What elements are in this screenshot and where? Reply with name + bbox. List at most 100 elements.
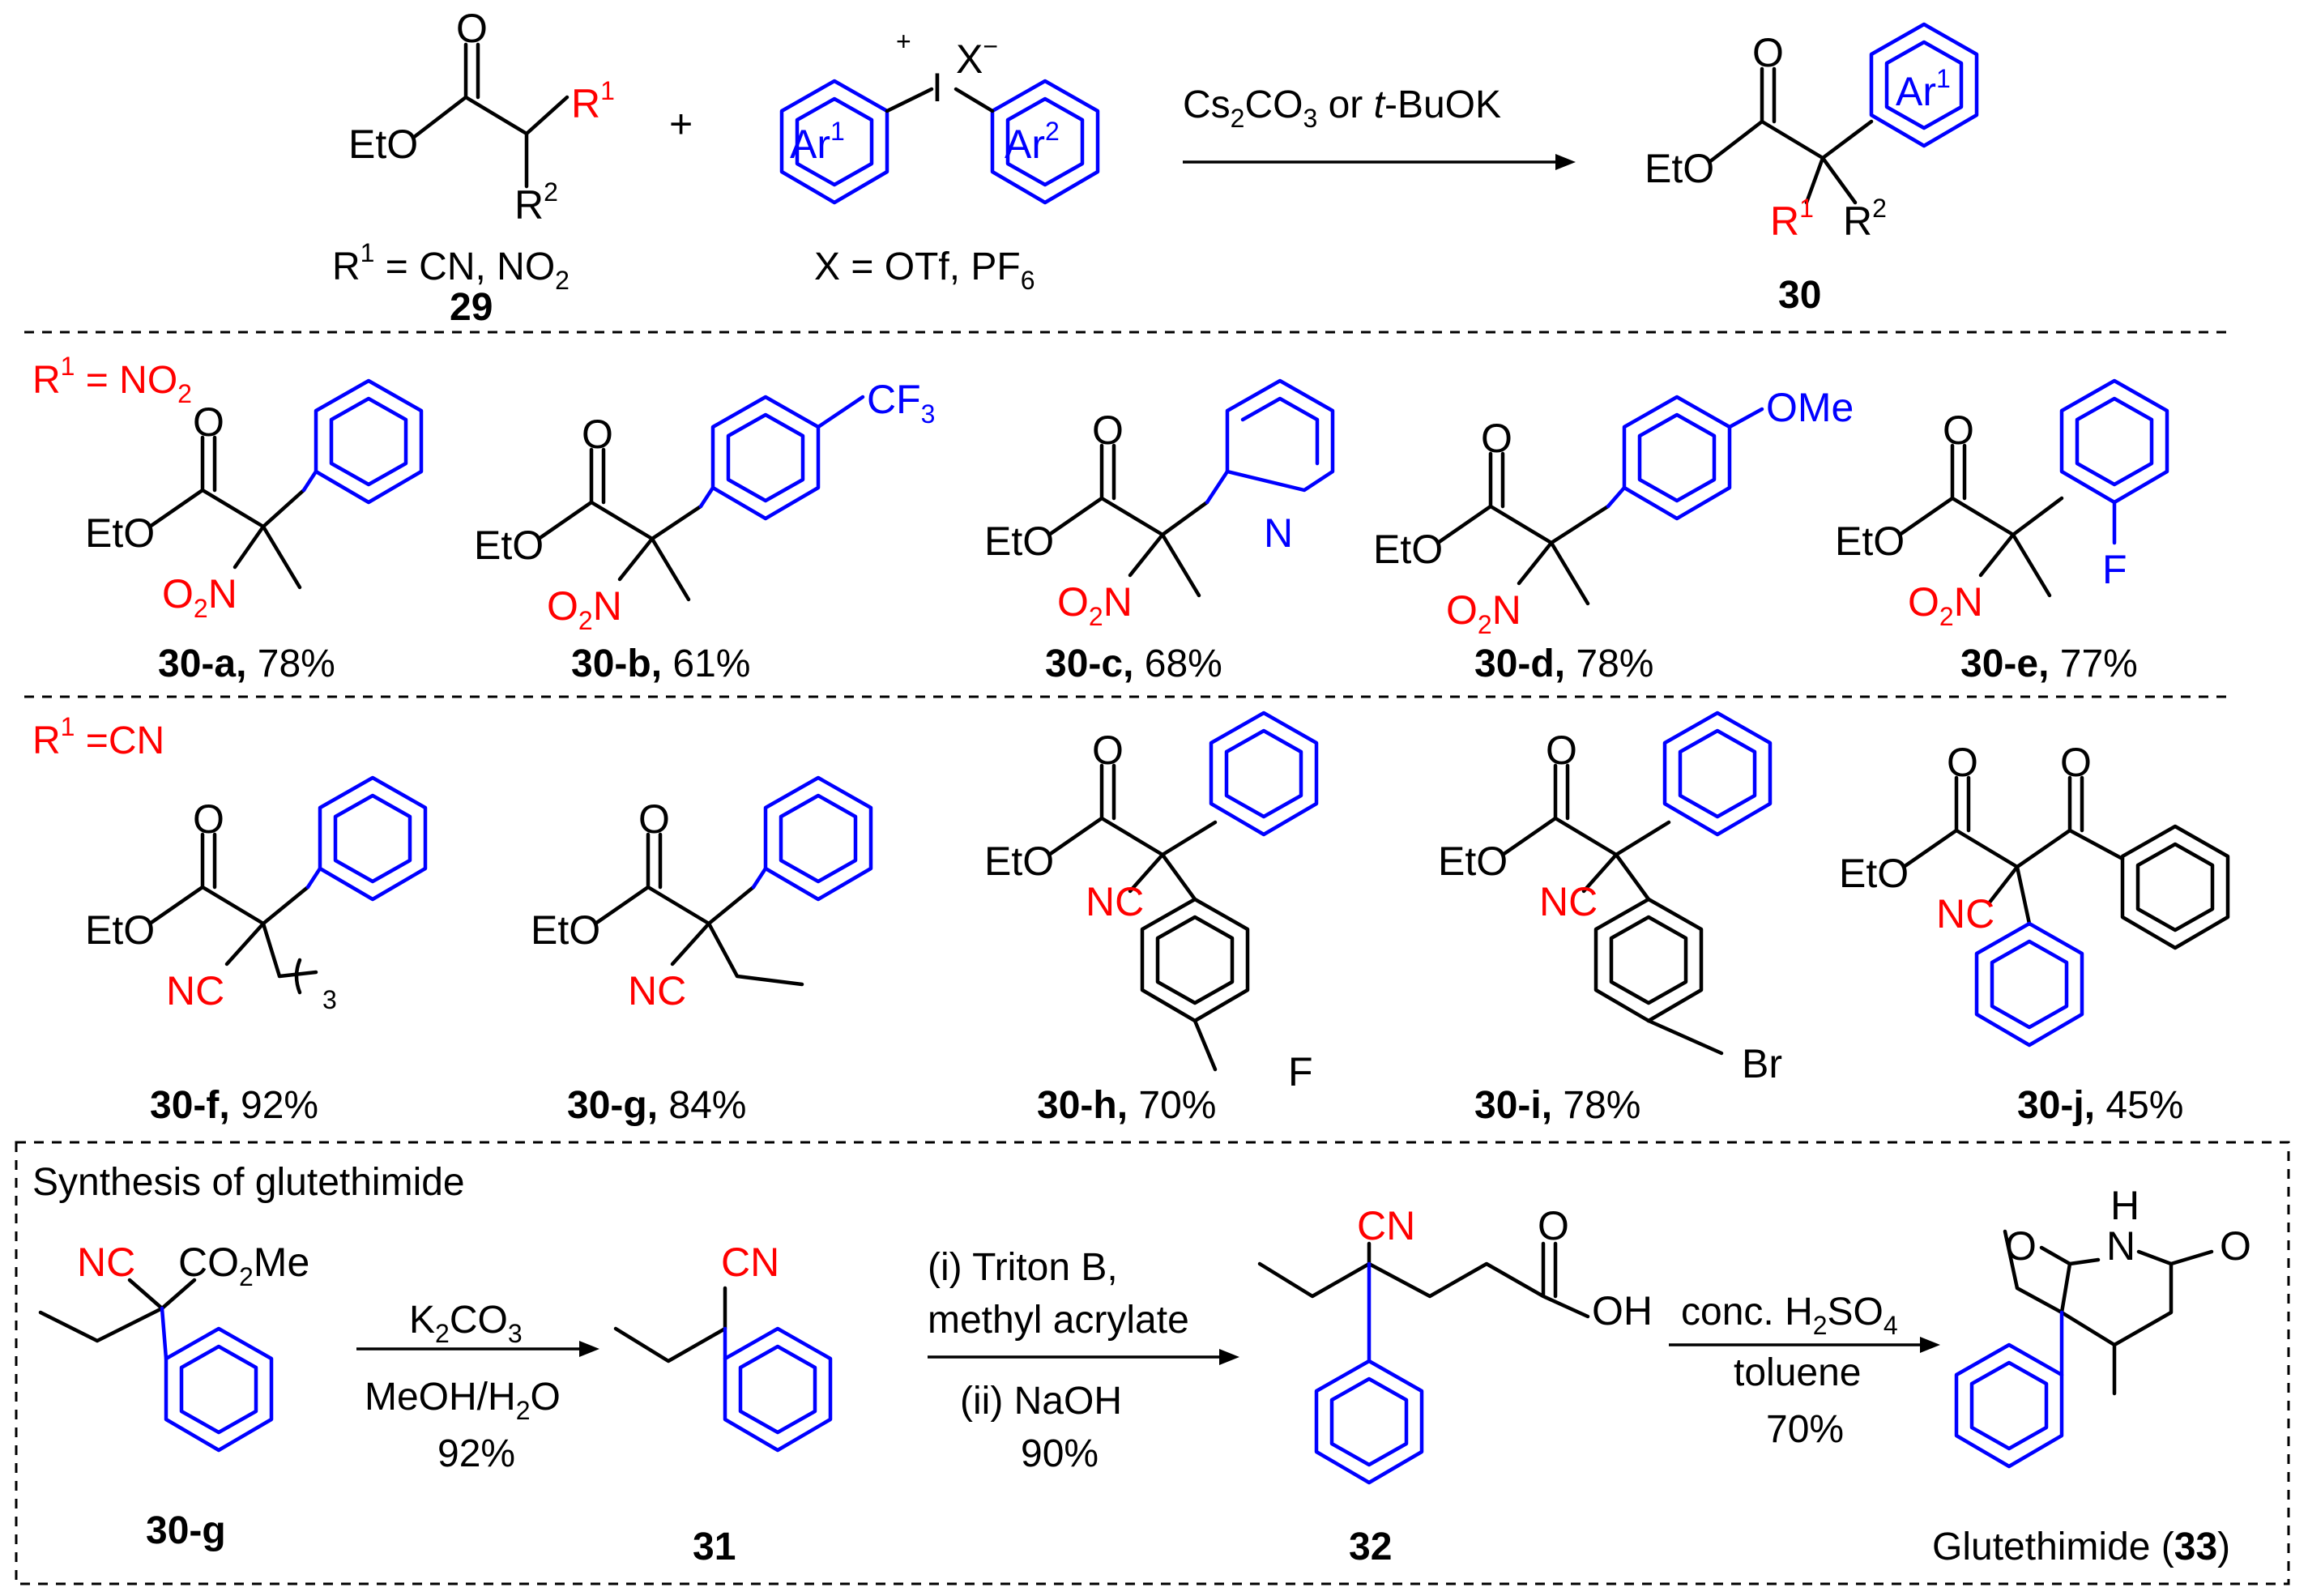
x-definition: X = OTf, PF6 [814,245,1035,295]
general-reaction: EtO O R1 R2 + I + X− Ar1 Ar2 R1 = CN, NO… [332,6,1979,329]
start-label: 30-g [146,1509,226,1552]
product-r1: R1 [1770,194,1814,244]
eto-30d: EtO [1373,527,1443,572]
cn-31: CN [721,1240,779,1285]
compound-30-label: 30 [1778,274,1821,317]
eto-30e: EtO [1835,518,1905,564]
br-30i: Br [1742,1041,1782,1086]
step2-yield: 90% [1021,1432,1099,1475]
o-30b: O [582,412,613,457]
o-30c: O [1092,408,1124,453]
no2-30a: O2N [162,571,237,623]
label-30c: 30-c, 68% [1045,642,1222,685]
compound-29-label: 29 [450,286,493,329]
eto-30a: EtO [85,510,155,556]
product-ar1: Ar1 [1896,64,1951,114]
step2-arrow [928,1349,1239,1365]
nc-30f: NC [166,968,224,1014]
label-30i: 30-i, 78% [1474,1084,1640,1127]
step1-reagent: K2CO3 [409,1299,523,1348]
pyridine-n-30c: N [1264,510,1293,556]
no2-30e: O2N [1908,579,1983,631]
step3-solvent: toluene [1734,1351,1861,1394]
no2-30d: O2N [1446,587,1521,639]
r1-label: R1 [571,76,615,126]
eto-30b: EtO [474,523,544,568]
step3-reagent: conc. H2SO4 [1681,1291,1898,1340]
o-30d: O [1481,416,1512,461]
glutethimide-33: O H N O Glutethimide (33) [1932,1183,2251,1568]
step2-line1: (i) Triton B, [928,1246,1118,1289]
step2-line2: methyl acrylate [928,1299,1189,1342]
glutethimide-name: Glutethimide (33) [1932,1526,2230,1568]
no2-30c: O2N [1057,579,1133,631]
chain-30f: 3 [322,985,337,1014]
o1-30j: O [1947,740,1978,785]
label-30a: 30-a, 78% [158,642,335,685]
nitro-section-header: R1 = NO2 [32,352,192,408]
label-30j: 30-j, 45% [2017,1084,2183,1127]
label-30g: 30-g, 84% [567,1084,746,1127]
label-30f: 30-f, 92% [150,1084,318,1127]
eto-label: EtO [348,122,418,167]
nc-30g: NC [628,968,686,1014]
nc-30i: NC [1539,879,1598,924]
compound-30d: EtO O O2N OMe [1373,385,1854,639]
iodonium-salt-structure: I + X− Ar1 Ar2 [779,27,1100,205]
iodine-charge: + [896,27,911,56]
nc-30h: NC [1086,879,1144,924]
cyano-section-header: R1 =CN [32,712,164,762]
o-30a: O [193,399,224,445]
o-30f: O [193,796,224,842]
nh-n-33: N [2106,1223,2135,1269]
compound-30g: EtO O NC [531,775,873,1014]
compound-30h: EtO O NC F [984,711,1319,1095]
compound-30a: EtO O O2N [85,378,424,623]
compound-32: CN O OH 32 [1257,1203,1653,1568]
label-31: 31 [693,1526,736,1568]
label-30e: 30-e, 77% [1960,642,2138,685]
ome-30d: OMe [1766,385,1854,430]
label-30h: 30-h, 70% [1037,1084,1216,1127]
glutethimide-box [15,1141,2290,1585]
label-30d: 30-d, 78% [1474,642,1653,685]
label-32: 32 [1349,1526,1392,1568]
product-30-structure: EtO O Ar1 R1 R2 [1645,22,1979,244]
iodine-label: I [932,65,943,110]
o2-33: O [2220,1223,2251,1269]
o-32: O [1538,1203,1569,1248]
compound-30c: EtO O O2N N [984,378,1335,631]
o2-30j: O [2060,740,2092,785]
ester-29-structure: EtO O R1 R2 [348,6,615,228]
label-30b: 30-b, 61% [571,642,750,685]
cyano-section: R1 =CN EtO O NC 3 30-f, 92% EtO O NC 30-… [32,711,2230,1127]
compound-30i: EtO O NC Br [1438,711,1782,1086]
product-carbonyl-o: O [1752,30,1784,75]
cf3-30b: CF3 [867,377,935,429]
oh-32: OH [1592,1288,1653,1334]
compound-31: CN 31 [613,1240,833,1568]
ar1-label: Ar1 [790,117,845,167]
start-nc: NC [77,1240,135,1285]
start-30g: NC CO2Me 30-g [38,1240,309,1552]
o-30h: O [1092,728,1124,773]
o1-33: O [2005,1223,2037,1269]
eto-30j: EtO [1839,851,1909,896]
r2-label: R2 [514,177,558,228]
product-eto: EtO [1645,146,1714,191]
product-r2: R2 [1843,194,1887,244]
eto-30i: EtO [1438,839,1508,884]
cn-32: CN [1357,1203,1415,1248]
reaction-arrow [1183,154,1576,170]
compound-30j: EtO O O NC [1839,740,2230,1048]
start-co2me: CO2Me [178,1240,309,1291]
no2-30b: O2N [547,583,622,635]
step3-yield: 70% [1766,1408,1844,1451]
f-30e: F [2102,547,2127,592]
step2-line3: (ii) NaOH [960,1380,1122,1423]
nh-h-33: H [2110,1183,2139,1228]
eto-30h: EtO [984,839,1054,884]
f-30h: F [1288,1049,1313,1095]
step1-yield: 92% [437,1432,515,1475]
